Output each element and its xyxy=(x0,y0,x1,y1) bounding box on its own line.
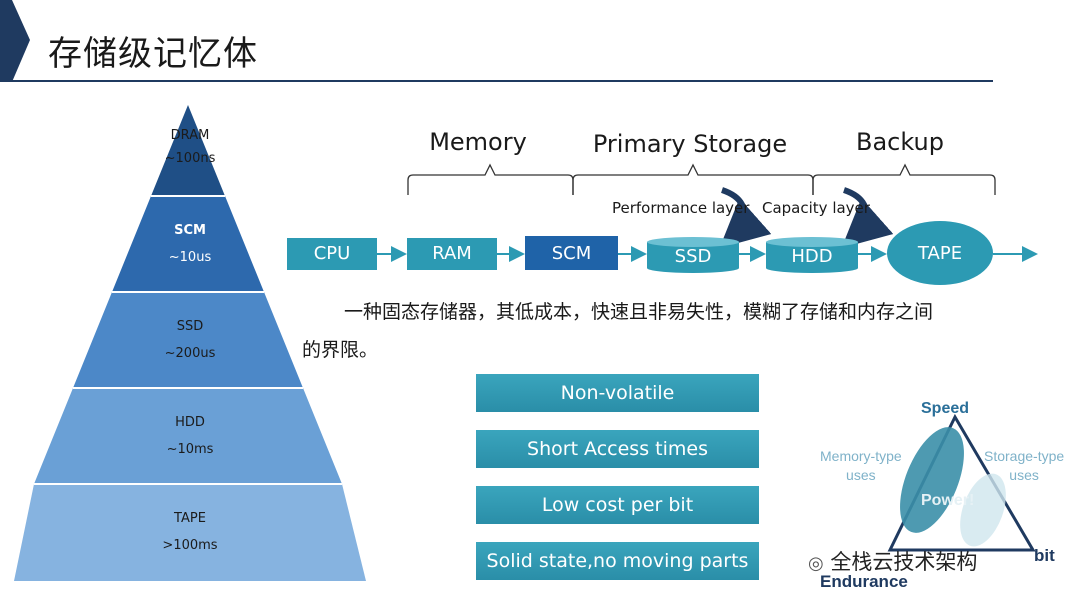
pyramid-label-scm: SCM~10us xyxy=(168,223,212,265)
scm-description: 一种固态存储器，其低成本，快速且非易失性，模糊了存储和内存之间的界限。 xyxy=(302,301,934,361)
primary-storage-brace xyxy=(572,163,814,195)
feature-low-cost-per-bit: Low cost per bit xyxy=(476,486,759,524)
ram-label: RAM xyxy=(432,243,472,264)
watermark: ◎ 全栈云技术架构 xyxy=(808,550,978,574)
performance-layer-label: Performance layer xyxy=(612,199,750,217)
feature-solid-state: Solid state,no moving parts xyxy=(476,542,759,580)
cost-per-bit-label: bit xyxy=(1034,546,1055,565)
wechat-icon: ◎ xyxy=(808,553,824,574)
pyramid-tier-tape xyxy=(14,484,366,581)
pyramid-label-hdd: HDD~10ms xyxy=(166,415,214,457)
pyramid-tier-dram xyxy=(151,105,225,196)
pyramid-tier-scm xyxy=(112,196,264,292)
pyramid-label-dram: DRAM~100ns xyxy=(164,128,216,166)
performance-layer-arrow xyxy=(719,187,772,248)
category-backup: Backup xyxy=(856,128,944,156)
category-primary-storage: Primary Storage xyxy=(592,130,788,158)
ram-box xyxy=(407,238,497,270)
triangle-speed-label: Speed xyxy=(921,400,970,417)
cpu-label: CPU xyxy=(313,243,351,264)
title-divider xyxy=(0,80,993,82)
tape-ellipse xyxy=(887,221,993,285)
power-label: Power! xyxy=(921,492,975,509)
tape-label: TAPE xyxy=(917,243,963,264)
page-title: 存储级记忆体 xyxy=(48,34,258,74)
storage-flow-diagram xyxy=(287,163,1038,285)
storage-hierarchy-pyramid xyxy=(14,105,366,581)
scm-label: SCM xyxy=(551,243,592,264)
pyramid-tier-ssd xyxy=(73,292,303,388)
memory-brace xyxy=(407,163,574,195)
feature-short-access-times: Short Access times xyxy=(476,430,759,468)
pyramid-label-tape: TAPE>100ms xyxy=(162,511,218,553)
capacity-layer-arrow xyxy=(841,187,894,248)
ssd-label: SSD xyxy=(674,246,712,267)
category-memory: Memory xyxy=(429,128,527,156)
scm-box xyxy=(525,236,618,270)
hdd-label: HDD xyxy=(791,246,833,267)
capacity-layer-label: Capacity layer xyxy=(762,199,870,217)
header-corner-tab xyxy=(0,0,30,82)
backup-brace xyxy=(812,163,996,195)
endurance-label: Endurance xyxy=(820,572,908,591)
pyramid-tier-hdd xyxy=(34,388,342,484)
feature-non-volatile: Non-volatile xyxy=(476,374,759,412)
cpu-box xyxy=(287,238,377,270)
pyramid-label-ssd: SSD~200us xyxy=(164,319,216,361)
power-triangle-diagram xyxy=(887,413,1036,552)
